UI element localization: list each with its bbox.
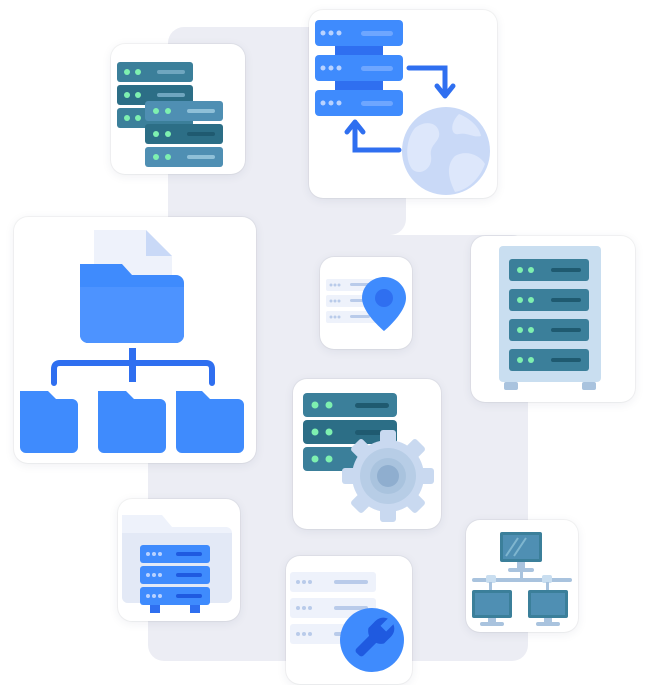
- network-computers-card: [466, 520, 578, 632]
- server-rack-card: [471, 236, 635, 402]
- folder-server-icon: [122, 515, 232, 613]
- location-pin-card: [320, 257, 412, 349]
- stacked-database-card: [111, 44, 245, 174]
- server-settings-gear-icon: [303, 393, 434, 522]
- folder-hierarchy-icon: [20, 230, 244, 453]
- folder-hierarchy-card: [14, 217, 256, 463]
- server-rack-icon: [499, 246, 601, 390]
- folder-server-card: [118, 499, 240, 621]
- network-computers-icon: [472, 532, 572, 626]
- maintenance-card: [286, 556, 412, 684]
- server-settings-card: [293, 379, 441, 529]
- stacked-database-icon: [117, 62, 223, 167]
- server-globe-sync-card: [309, 10, 497, 198]
- maintenance-wrench-icon: [290, 572, 404, 672]
- location-pin-list-icon: [326, 277, 406, 331]
- server-globe-sync-icon: [315, 20, 490, 195]
